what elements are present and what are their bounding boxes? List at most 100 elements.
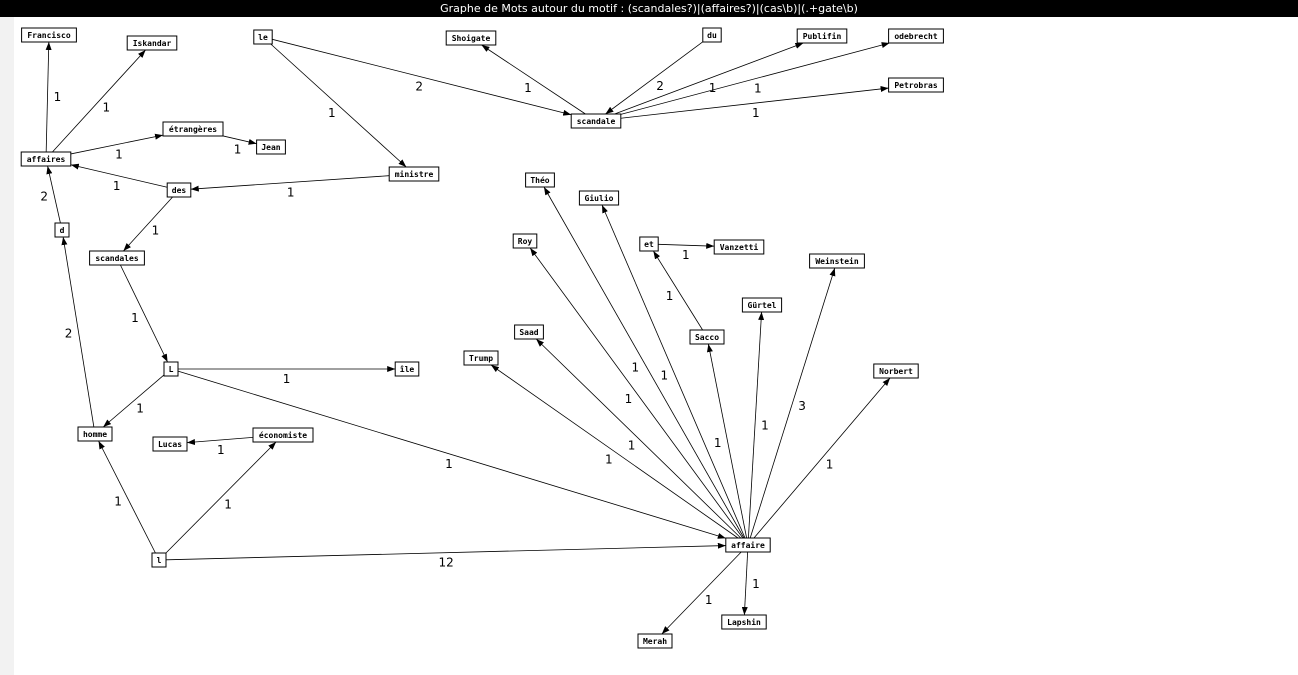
node-box xyxy=(525,172,555,188)
node-box xyxy=(20,151,72,167)
node-label: Roy xyxy=(518,237,533,246)
edge-weight: 1 xyxy=(628,439,636,453)
edge-etrangeres-to-jean xyxy=(222,135,257,145)
edge-weight: 1 xyxy=(224,498,232,512)
node-ile: île xyxy=(394,361,420,377)
edge-economiste-to-lucas xyxy=(186,436,254,446)
node-box xyxy=(637,633,673,649)
edge-affaire-to-lapshin xyxy=(741,551,749,616)
edge-affaire-to-trump xyxy=(490,364,739,539)
node-box xyxy=(741,297,783,313)
node-odebrecht: odebrecht xyxy=(888,28,944,44)
edge-weight: 1 xyxy=(705,593,713,607)
node-box xyxy=(639,236,659,252)
node-label: scandales xyxy=(95,254,139,263)
edge-affaire-to-sacco xyxy=(706,343,748,539)
node-label: Norbert xyxy=(879,367,913,376)
node-affaires: affaires xyxy=(20,151,72,167)
node-vanzetti: Vanzetti xyxy=(713,239,765,255)
node-le: le xyxy=(253,29,273,45)
node-saad: Saad xyxy=(514,324,544,340)
node-publifin: Publifin xyxy=(796,28,848,44)
node-box xyxy=(152,436,188,452)
node-roy: Roy xyxy=(512,233,538,249)
node-label: Sacco xyxy=(695,333,719,342)
edge-weight: 1 xyxy=(54,90,62,104)
node-francisco: Francisco xyxy=(21,27,77,43)
edge-weight: 1 xyxy=(605,453,613,467)
edge-ministre-to-des xyxy=(190,175,390,192)
edge-weight: 1 xyxy=(217,443,225,457)
node-box xyxy=(725,537,771,553)
edge-weight: 12 xyxy=(439,556,454,570)
edge-l-to-affaire xyxy=(177,370,726,539)
node-label: Weinstein xyxy=(815,256,859,266)
node-box xyxy=(394,361,420,377)
node-label: Trump xyxy=(469,354,493,363)
edge-affaire-to-norbert xyxy=(753,377,891,539)
edge-affaires-to-iskandar xyxy=(52,49,146,153)
node-sacco: Sacco xyxy=(689,329,725,345)
node-box xyxy=(77,426,113,442)
edge-weight: 1 xyxy=(103,101,111,115)
left-gutter xyxy=(0,17,14,675)
node-box xyxy=(888,28,944,44)
edge-weight: 1 xyxy=(287,185,295,199)
edge-affaire-to-giulio xyxy=(601,204,746,539)
edge-affaire-to-theo xyxy=(543,186,745,539)
edge-weight: 1 xyxy=(682,248,690,262)
node-label: d xyxy=(60,226,65,235)
nodes-layer: FranciscoIskandaraffairesétrangèresJeand… xyxy=(20,27,944,649)
node-box xyxy=(514,324,544,340)
edge-weight: 1 xyxy=(714,436,722,450)
node-label: Saad xyxy=(519,328,538,337)
node-label: L xyxy=(169,365,174,374)
node-label: Lucas xyxy=(158,440,182,449)
edge-des-to-affaires xyxy=(70,163,168,188)
node-box xyxy=(463,350,499,366)
edge-affaires-to-etrangeres xyxy=(70,133,164,155)
node-homme: homme xyxy=(77,426,113,442)
node-label: Jean xyxy=(261,143,280,152)
node-box xyxy=(163,361,179,377)
node-gurtel: Gürtel xyxy=(741,297,783,313)
edge-affaire-to-merah xyxy=(661,551,742,635)
edge-weight: 1 xyxy=(113,179,121,193)
node-lucas: Lucas xyxy=(152,436,188,452)
edge-weight: 1 xyxy=(283,372,291,386)
node-merah: Merah xyxy=(637,633,673,649)
edge-l-to-homme xyxy=(102,374,165,428)
node-box xyxy=(89,250,145,266)
node-box xyxy=(713,239,765,255)
node-box xyxy=(578,190,620,206)
node-du: du xyxy=(702,27,722,43)
node-label: affaires xyxy=(27,154,66,164)
node-label: du xyxy=(707,31,717,40)
edge-weight: 3 xyxy=(798,399,806,413)
node-label: Théo xyxy=(530,175,549,185)
node-box xyxy=(151,552,167,568)
node-et: et xyxy=(639,236,659,252)
edge-weight: 1 xyxy=(660,368,668,382)
node-label: Iskandar xyxy=(133,39,172,48)
edge-weight: 1 xyxy=(234,143,242,157)
node-shoigate: Shoigate xyxy=(445,30,497,46)
edge-weight: 1 xyxy=(114,495,122,509)
edge-scandale-to-petrobras xyxy=(620,85,889,119)
node-box xyxy=(702,27,722,43)
node-box xyxy=(252,427,314,443)
node-box xyxy=(256,139,286,155)
edge-weight: 1 xyxy=(136,402,144,416)
node-label: Petrobras xyxy=(894,81,938,90)
edge-scandale-to-odebrecht xyxy=(620,42,890,115)
edge-weight: 1 xyxy=(631,360,639,374)
node-label: scandale xyxy=(577,117,616,126)
window-title: Graphe de Mots autour du motif : (scanda… xyxy=(440,2,858,15)
edge-weight: 1 xyxy=(666,289,674,303)
edge-le-to-scandale xyxy=(272,38,572,116)
edge-weight: 2 xyxy=(415,80,423,94)
node-box xyxy=(162,121,224,137)
edge-weight: 2 xyxy=(65,327,73,341)
